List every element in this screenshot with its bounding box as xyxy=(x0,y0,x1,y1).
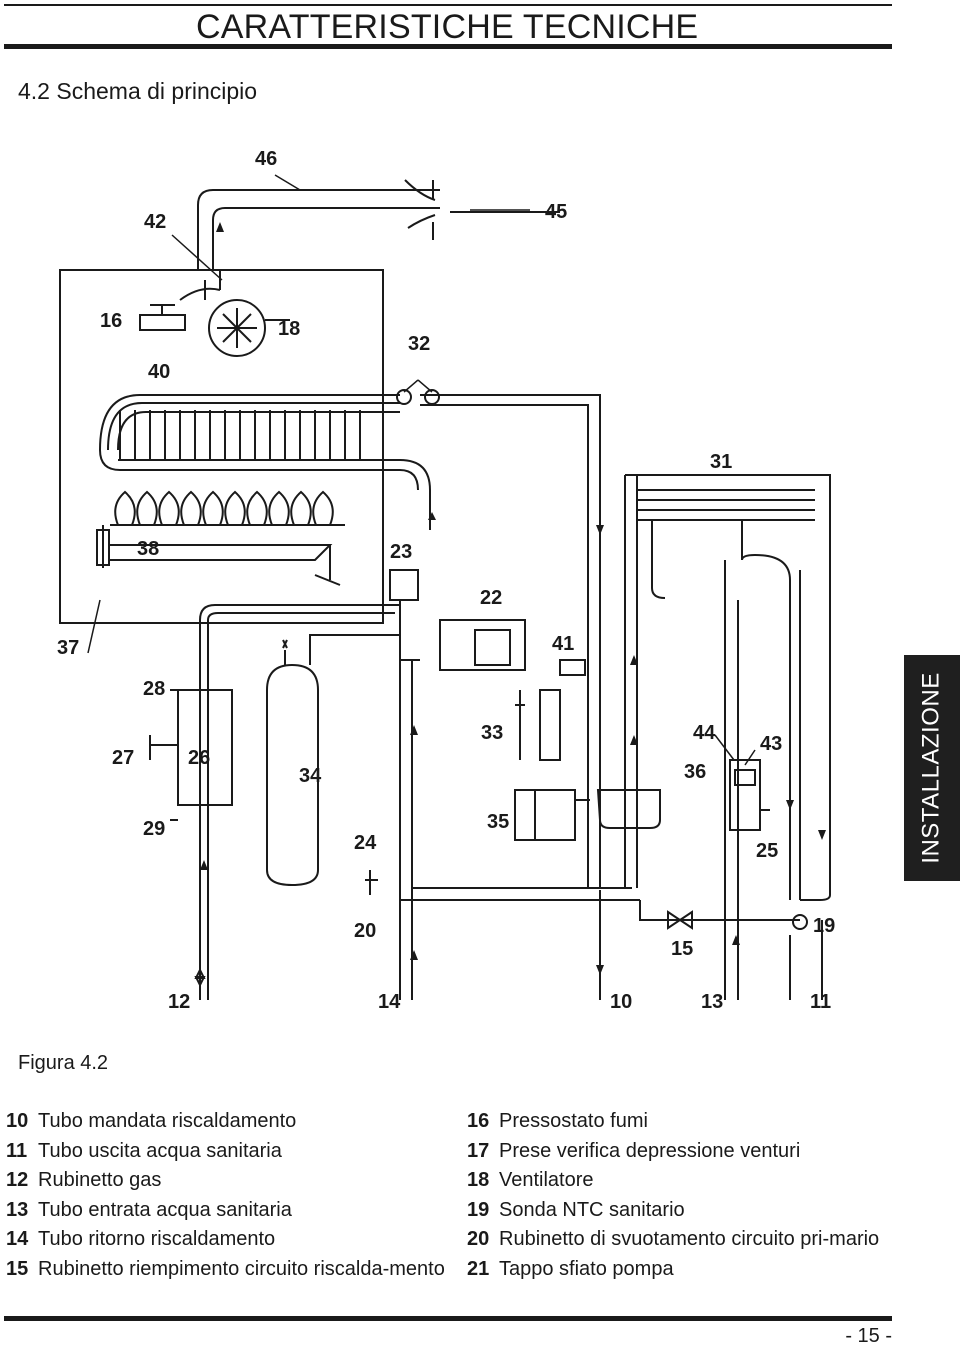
header-top-rule xyxy=(4,4,892,6)
legend-item: 11 Tubo uscita acqua sanitaria xyxy=(6,1137,446,1167)
callout-28: 28 xyxy=(143,678,165,700)
callout-27: 27 xyxy=(112,747,134,769)
legend-item: 19 Sonda NTC sanitario xyxy=(467,1196,893,1226)
callout-37: 37 xyxy=(57,637,79,659)
legend-text: Ventilatore xyxy=(499,1169,594,1191)
callout-18: 18 xyxy=(278,318,300,340)
callout-11: 11 xyxy=(810,991,831,1013)
callout-12: 12 xyxy=(168,991,190,1013)
page-number: - 15 - xyxy=(845,1325,892,1347)
fan xyxy=(208,299,266,357)
callout-19: 19 xyxy=(813,915,835,937)
callout-36: 36 xyxy=(684,761,706,783)
legend-item: 16 Pressostato fumi xyxy=(467,1107,893,1137)
header-bottom-rule xyxy=(4,44,892,49)
legend-text: Prese verifica depressione venturi xyxy=(499,1139,801,1162)
figure-label: Figura 4.2 xyxy=(18,1052,109,1074)
legend-number: 11 xyxy=(6,1139,28,1162)
plate-exchanger xyxy=(624,474,831,901)
callout-42: 42 xyxy=(144,211,166,233)
callout-10: 10 xyxy=(610,991,632,1013)
legend-item: 20 Rubinetto di svuotamento circuito pri-… xyxy=(467,1225,893,1255)
legend-right-column: 16 Pressostato fumi 17 Prese verifica depr… xyxy=(467,1107,893,1284)
legend-number: 13 xyxy=(6,1198,29,1221)
legend-number: 15 xyxy=(6,1257,29,1280)
legend-item: 17 Prese verifica depressione venturi xyxy=(467,1137,893,1167)
burner xyxy=(110,490,345,526)
callout-44: 44 xyxy=(693,722,716,744)
legend-text: Rubinetto di svuotamento circuito pri-ma… xyxy=(499,1228,880,1250)
legend-item: 12 Rubinetto gas xyxy=(6,1166,446,1196)
callout-40: 40 xyxy=(148,361,170,383)
safety-valve xyxy=(149,689,178,821)
callout-24: 24 xyxy=(354,832,377,854)
page-title: CARATTERISTICHE TECNICHE xyxy=(196,8,699,46)
section-side-tab: INSTALLAZIONE xyxy=(904,655,960,881)
legend-number: 10 xyxy=(6,1110,29,1132)
callout-15: 15 xyxy=(671,938,693,960)
legend-text: Pressostato fumi xyxy=(499,1110,648,1132)
legend-number: 16 xyxy=(467,1110,490,1132)
flue-duct xyxy=(197,189,560,270)
legend-item: 15 Rubinetto riempimento circuito riscald… xyxy=(6,1255,446,1285)
heat-exchanger xyxy=(99,394,400,451)
callout-41: 41 xyxy=(552,633,574,655)
boiler-schematic-diagram: 46 42 45 16 18 40 32 31 38 23 22 37 41 2… xyxy=(57,148,835,1013)
legend-text: Rubinetto riempimento circuito riscalda-… xyxy=(38,1257,445,1280)
legend-item: 18 Ventilatore xyxy=(467,1166,893,1196)
callout-23: 23 xyxy=(390,541,412,563)
legend-text: Sonda NTC sanitario xyxy=(499,1198,685,1221)
legend-number: 18 xyxy=(467,1169,490,1191)
gas-valve xyxy=(389,569,420,661)
section-subtitle: 4.2 Schema di principio xyxy=(18,78,258,104)
hydraulic-group xyxy=(514,789,590,841)
callout-25: 25 xyxy=(756,840,778,862)
legend-text: Tubo ritorno riscaldamento xyxy=(38,1228,276,1250)
footer-rule xyxy=(4,1316,892,1321)
callout-26: 26 xyxy=(188,747,210,769)
legend-number: 21 xyxy=(467,1257,490,1280)
legend-text: Rubinetto gas xyxy=(38,1169,162,1191)
callout-20: 20 xyxy=(354,920,376,942)
legend-item: 14 Tubo ritorno riscaldamento xyxy=(6,1225,446,1255)
callout-32: 32 xyxy=(408,333,430,355)
legend-item: 10 Tubo mandata riscaldamento xyxy=(6,1107,446,1137)
callout-45: 45 xyxy=(545,201,567,223)
callout-22: 22 xyxy=(480,587,502,609)
pressure-switch xyxy=(139,304,186,331)
callout-13: 13 xyxy=(701,991,723,1013)
legend-number: 17 xyxy=(467,1139,490,1162)
legend-item: 21 Tappo sfiato pompa xyxy=(467,1255,893,1285)
callout-46: 46 xyxy=(255,148,277,170)
legend-text: Tubo entrata acqua sanitaria xyxy=(38,1198,292,1221)
legend-number: 12 xyxy=(6,1169,29,1191)
legend-number: 20 xyxy=(467,1228,490,1250)
expansion-tank xyxy=(266,663,319,887)
callout-31: 31 xyxy=(710,451,732,473)
callout-33: 33 xyxy=(481,722,503,744)
legend-text: Tubo mandata riscaldamento xyxy=(38,1110,297,1132)
legend-item: 13 Tubo entrata acqua sanitaria xyxy=(6,1196,446,1226)
callout-43: 43 xyxy=(760,733,782,755)
pump xyxy=(439,619,526,671)
legend-number: 14 xyxy=(6,1228,29,1250)
callout-34: 34 xyxy=(299,765,322,787)
legend-text: Tappo sfiato pompa xyxy=(499,1257,674,1280)
legend-number: 19 xyxy=(467,1198,490,1221)
callout-35: 35 xyxy=(487,811,509,833)
callout-16: 16 xyxy=(100,310,122,332)
legend-left-column: 10 Tubo mandata riscaldamento 11 Tubo usci… xyxy=(6,1107,446,1284)
legend-text: Tubo uscita acqua sanitaria xyxy=(38,1139,282,1162)
callout-38: 38 xyxy=(137,538,159,560)
callout-14: 14 xyxy=(378,991,401,1013)
side-tab-label: INSTALLAZIONE xyxy=(918,672,945,864)
callout-29: 29 xyxy=(143,818,165,840)
